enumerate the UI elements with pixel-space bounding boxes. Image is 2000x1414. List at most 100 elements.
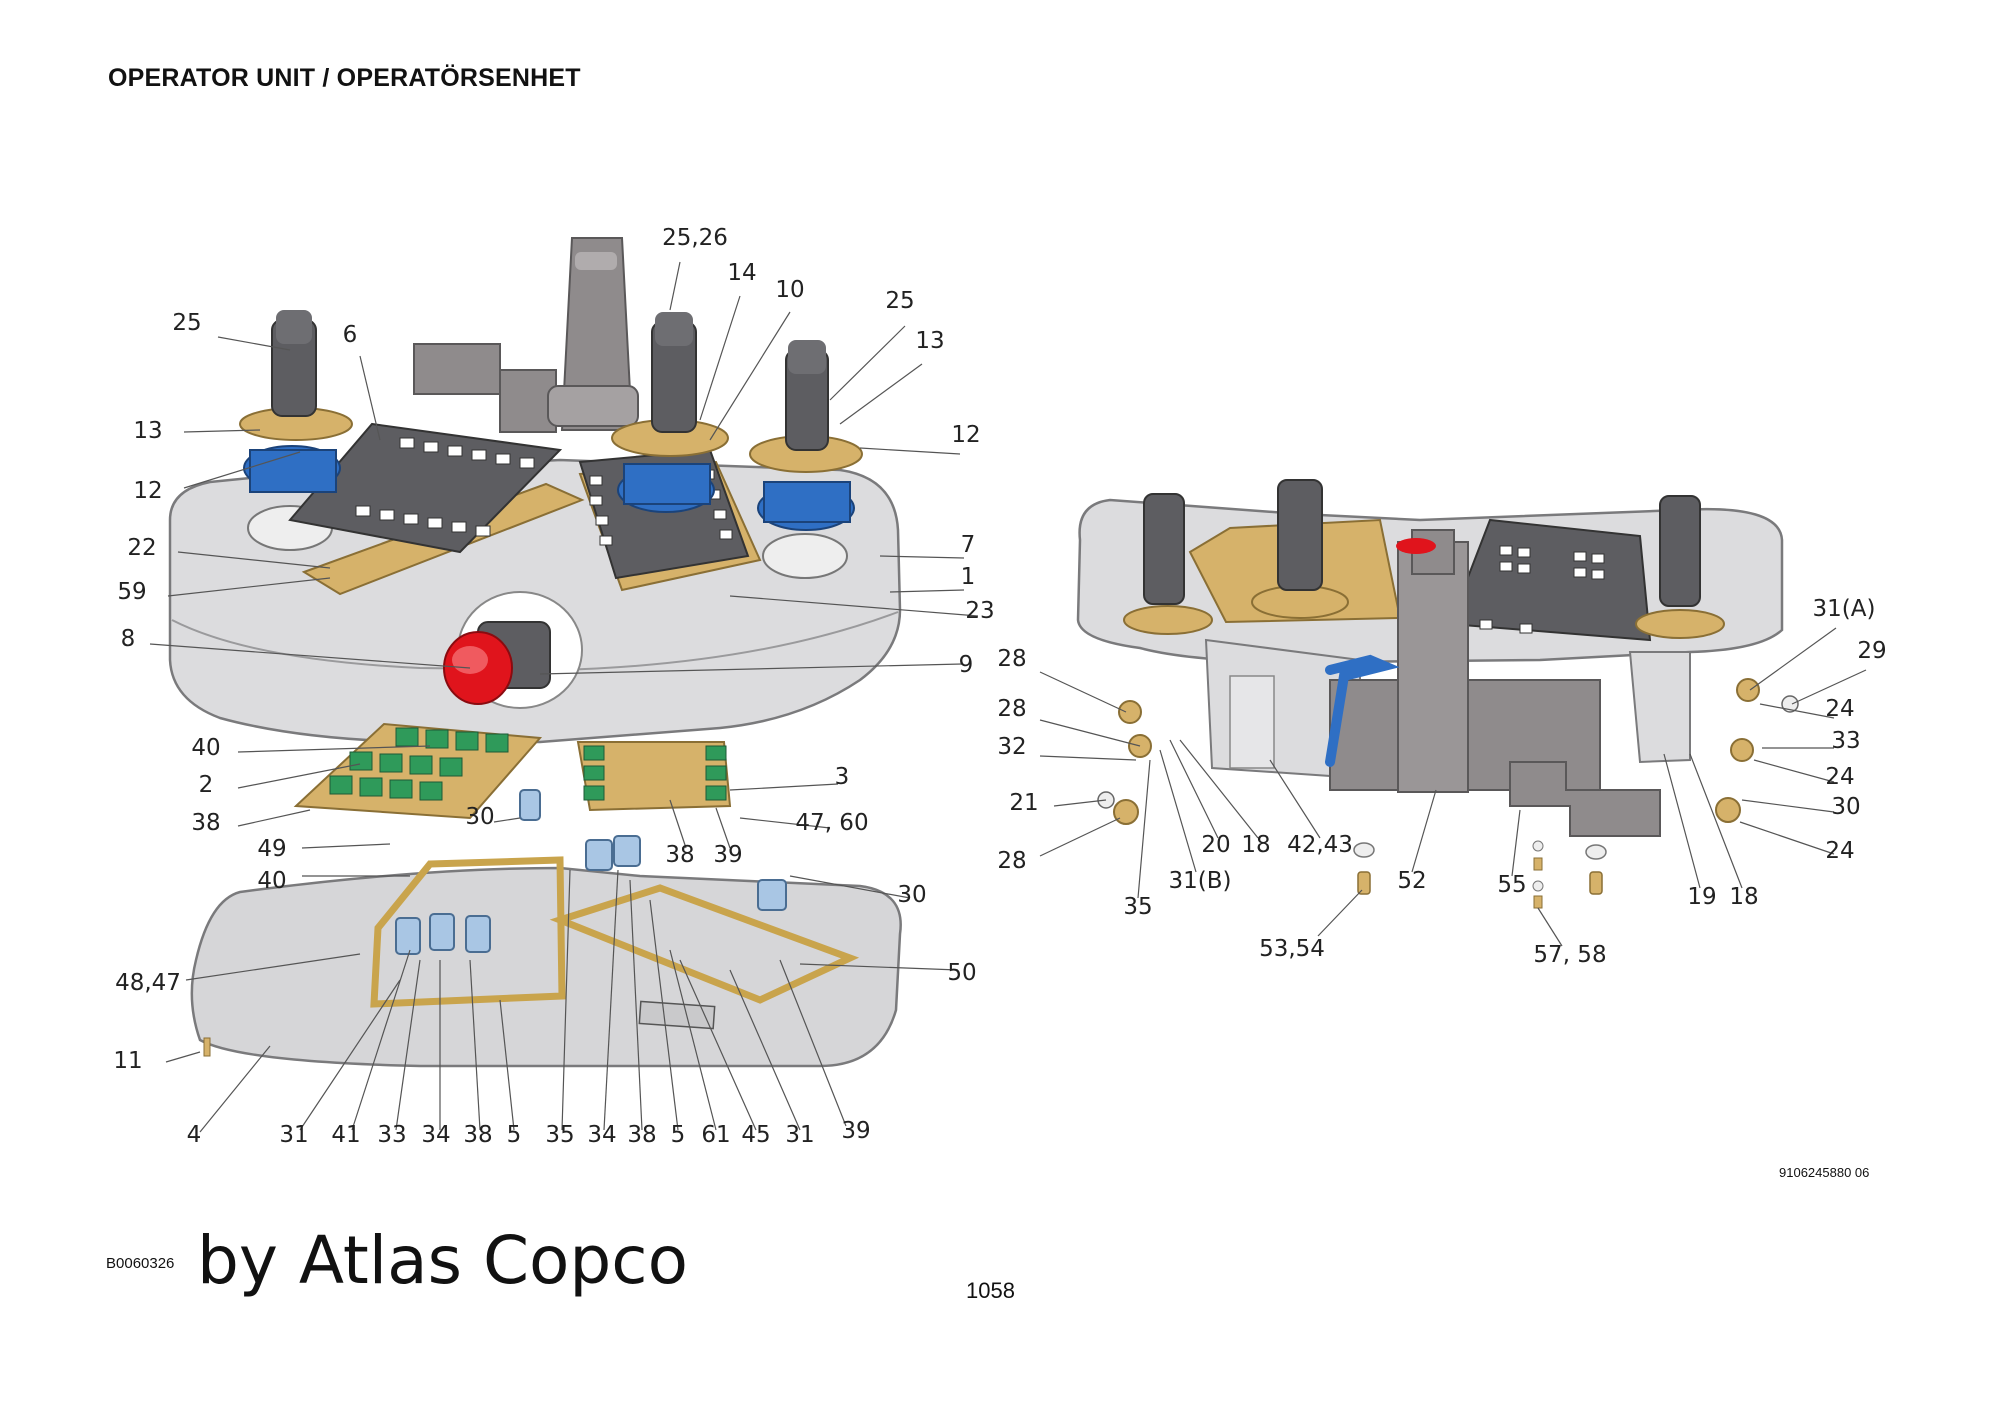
- right-view-callout-label: 32: [997, 734, 1026, 760]
- left-view-leader-line: [669, 949, 717, 1131]
- right-view-leader-line: [1537, 907, 1563, 947]
- left-view-callout-label: 25: [172, 310, 201, 336]
- left-view-callout-label: 34: [421, 1122, 450, 1148]
- valve-frame-right: [519, 789, 860, 1004]
- left-view-leader-line: [237, 763, 361, 789]
- right-view-callout-label: 28: [997, 646, 1026, 672]
- left-view-leader-line: [299, 979, 401, 1131]
- assembled-joysticks: [1123, 479, 1725, 639]
- left-view-callout-label: 23: [965, 598, 994, 624]
- right-view-leader-line: [1159, 749, 1197, 873]
- left-view-callout-label: 33: [377, 1122, 406, 1148]
- mounting-bracket: [413, 237, 639, 433]
- left-view-callout-label: 5: [671, 1122, 686, 1148]
- left-view-leader-line: [539, 663, 963, 675]
- joystick-right: [749, 340, 863, 531]
- right-view-leader-line: [1689, 753, 1743, 889]
- right-view-callout-label: 31(B): [1169, 868, 1232, 894]
- right-view-callout-label: 18: [1729, 884, 1758, 910]
- watermark-text: by Atlas Copco: [197, 1222, 688, 1299]
- right-assembled-view: [1076, 479, 1799, 909]
- left-view-leader-line: [351, 949, 411, 1131]
- left-view-leader-line: [185, 953, 361, 981]
- right-view-leader-line: [1269, 759, 1321, 839]
- left-view-leader-line: [301, 843, 391, 849]
- left-view-leader-line: [561, 869, 571, 1131]
- left-view-callout-label: 6: [343, 322, 358, 348]
- right-view-leader-line: [1753, 759, 1835, 783]
- right-view-leader-line: [1169, 739, 1219, 839]
- left-exploded-view: [168, 237, 902, 1068]
- emergency-stop-button: [443, 621, 551, 705]
- right-view-leader-line: [1511, 809, 1521, 877]
- left-view-leader-line: [149, 643, 471, 669]
- left-view-callout-label: 49: [257, 836, 286, 862]
- right-view-leader-line: [1039, 817, 1121, 857]
- page-number: 1058: [966, 1278, 1015, 1303]
- page-title: OPERATOR UNIT / OPERATÖRSENHET: [108, 64, 581, 92]
- left-view-leader-line: [237, 745, 431, 753]
- left-view-callout-label: 2: [199, 772, 214, 798]
- image-code: B0060326: [106, 1255, 175, 1272]
- left-view-callout-label: 3: [835, 764, 850, 790]
- left-view-callout-label: 22: [127, 535, 156, 561]
- left-view-leader-line: [649, 899, 679, 1131]
- assembled-bracket: [1325, 529, 1661, 837]
- joystick-center: [611, 312, 729, 513]
- left-view-callout-label: 40: [191, 735, 220, 761]
- identification-plate: [638, 1000, 716, 1030]
- screw: [203, 1037, 211, 1057]
- right-view-callout-label: 42,43: [1287, 832, 1353, 858]
- left-view-leader-line: [237, 809, 311, 827]
- right-view-leader-line: [1759, 703, 1835, 719]
- left-view-callout-label: 9: [959, 652, 974, 678]
- left-view-leader-line: [199, 1045, 271, 1133]
- left-view-leader-line: [889, 589, 965, 593]
- right-view-callout-label: 52: [1397, 868, 1426, 894]
- left-view-leader-line: [679, 959, 757, 1131]
- left-view-leader-line: [629, 879, 643, 1131]
- left-view-callout-label: 7: [961, 532, 976, 558]
- left-view-leader-line: [839, 363, 923, 425]
- left-view-callout-label: 25,26: [662, 225, 728, 251]
- right-view-callout-label: 20: [1201, 832, 1230, 858]
- left-view-leader-line: [183, 429, 261, 433]
- left-view-callout-label: 38: [191, 810, 220, 836]
- right-view-leader-line: [1411, 789, 1437, 873]
- left-view-leader-line: [859, 447, 961, 455]
- left-view-leader-line: [217, 336, 291, 351]
- left-view-callout-label: 45: [741, 1122, 770, 1148]
- left-view-callout-label: 40: [257, 868, 286, 894]
- left-view-leader-line: [699, 295, 741, 421]
- right-view-leader-line: [1039, 671, 1127, 713]
- left-view-callout-label: 12: [133, 478, 162, 504]
- right-view-leader-line: [1317, 889, 1363, 937]
- right-view-leader-line: [1039, 755, 1137, 761]
- right-view-callout-label: 28: [997, 696, 1026, 722]
- left-control-panel: [288, 422, 585, 596]
- left-view-callout-label: 31: [785, 1122, 814, 1148]
- left-view-leader-line: [799, 963, 959, 971]
- right-view-leader-line: [1791, 669, 1867, 705]
- left-view-leader-line: [789, 875, 911, 899]
- left-view-leader-line: [395, 959, 421, 1131]
- left-view-callout-label: 11: [113, 1048, 142, 1074]
- document-reference: 9106245880 06: [1779, 1165, 1870, 1180]
- bottom-plate: [190, 866, 902, 1068]
- assembled-connectors: [1097, 678, 1799, 909]
- left-view-callout-label: 25: [885, 288, 914, 314]
- right-view-callout-label: 28: [997, 848, 1026, 874]
- right-view-leader-line: [1053, 799, 1107, 807]
- right-view-leader-line: [1749, 627, 1837, 691]
- left-view-leader-line: [603, 869, 619, 1131]
- left-view-callout-label: 31: [279, 1122, 308, 1148]
- left-view-callout-label: 35: [545, 1122, 574, 1148]
- right-view-callout-label: 31(A): [1813, 596, 1876, 622]
- left-view-leader-line: [829, 325, 906, 401]
- left-view-callout-label: 30: [897, 882, 926, 908]
- left-view-leader-line: [879, 555, 965, 559]
- left-view-leader-line: [669, 799, 687, 849]
- relay-board-left: [293, 722, 543, 820]
- right-view-callout-label: 24: [1825, 838, 1854, 864]
